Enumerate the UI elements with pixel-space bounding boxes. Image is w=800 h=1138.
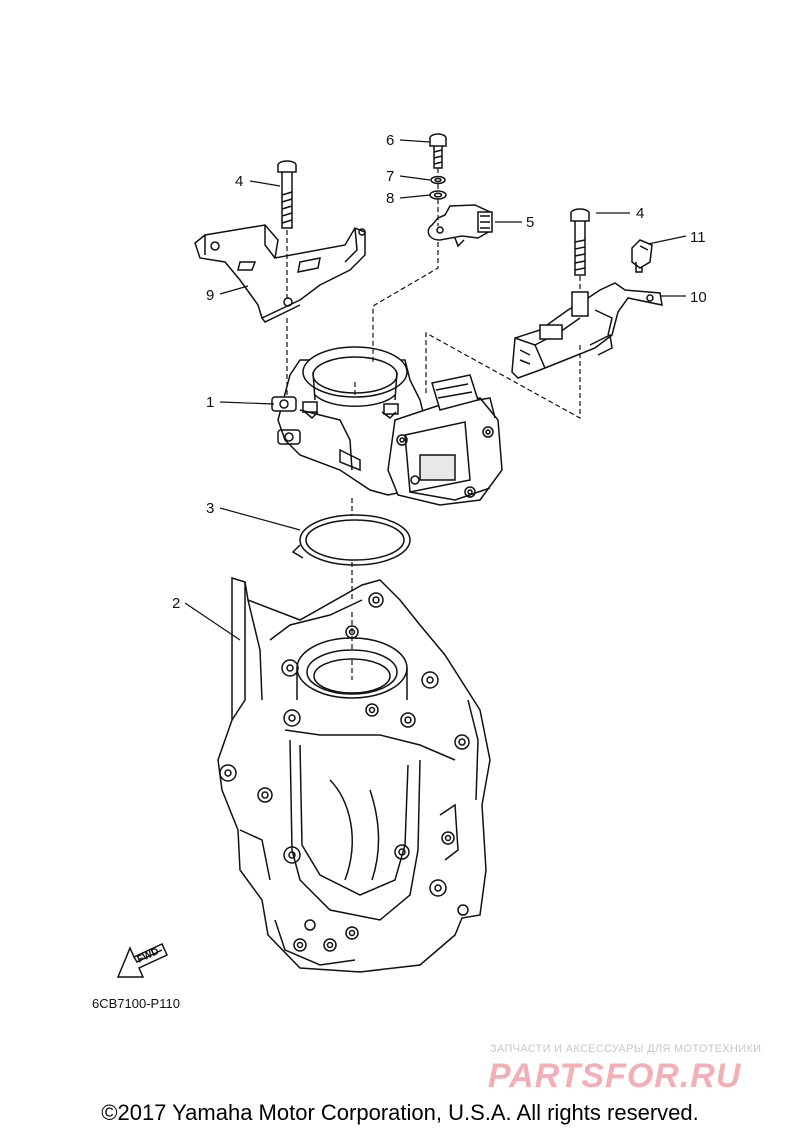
intake-manifold-drawing (217, 576, 491, 973)
callout-labels: 1 2 3 4 4 5 6 7 8 9 10 11 (172, 132, 707, 612)
callout-5: 5 (526, 214, 534, 231)
harness-bracket-drawing (511, 282, 663, 379)
callout-9: 9 (206, 287, 214, 304)
sensor-drawing (427, 204, 493, 248)
callout-1: 1 (206, 394, 214, 411)
callout-8: 8 (386, 190, 394, 207)
callout-3: 3 (206, 500, 214, 517)
callout-10: 10 (690, 289, 707, 306)
callout-11: 11 (690, 229, 706, 246)
drawing-code: 6CB7100-P110 (92, 996, 180, 1011)
bolt-top-drawing (429, 133, 447, 169)
watermark-tagline: ЗАПЧАСТИ И АКСЕССУАРЫ ДЛЯ МОТОТЕХНИКИ (490, 1043, 762, 1055)
callout-6: 6 (386, 132, 394, 149)
forward-arrow-icon: FWD (116, 943, 168, 978)
gasket-ring-drawing (291, 514, 411, 566)
callout-4-right: 4 (636, 205, 644, 222)
bolt-left-drawing (277, 160, 297, 229)
bolt-right-drawing (570, 208, 590, 276)
clip-drawing (631, 239, 653, 273)
bracket-drawing (194, 224, 366, 323)
throttle-body-drawing (271, 346, 503, 506)
copyright-notice: ©2017 Yamaha Motor Corporation, U.S.A. A… (101, 1100, 699, 1125)
plain-washer-drawing (429, 190, 447, 200)
callout-7: 7 (386, 168, 394, 185)
callout-4-left: 4 (235, 173, 243, 190)
alignment-lines (286, 168, 581, 680)
spring-washer-drawing (430, 175, 446, 185)
callout-leaders (184, 139, 687, 641)
callout-2: 2 (172, 595, 180, 612)
watermark-brand: PARTSFOR.RU (488, 1057, 742, 1095)
